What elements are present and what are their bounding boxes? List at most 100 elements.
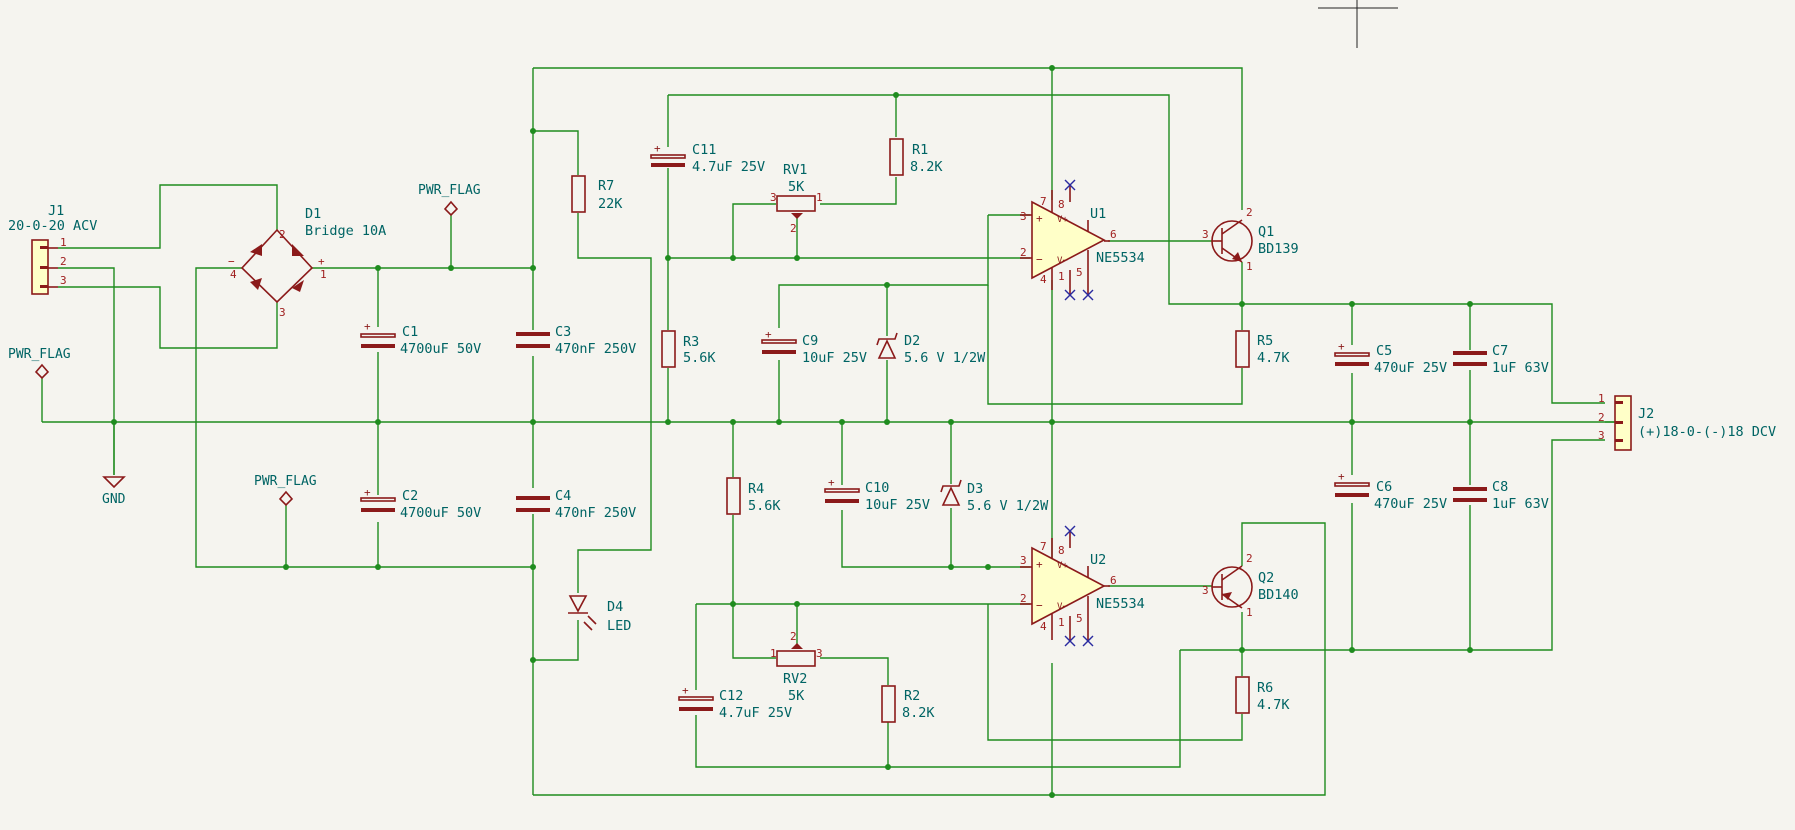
gnd-symbol[interactable]: GND	[102, 476, 126, 507]
opamp-u1[interactable]: + − V+ V− U1 NE5534 7 8 3 2 6 4 1 5	[1020, 179, 1145, 301]
connector-j1[interactable]: J1 20-0-20 ACV 1 2 3	[8, 203, 97, 295]
resistor-r1[interactable]: R1 8.2K	[889, 138, 943, 176]
gnd-label: GND	[102, 492, 126, 507]
q2-ref: Q2	[1258, 570, 1274, 586]
d4-ref: D4	[607, 599, 623, 615]
rv1-pin-1: 1	[816, 191, 823, 204]
d1-pin-2: 2	[279, 228, 286, 241]
d1-pin-1: 1	[320, 268, 327, 281]
u1-ref: U1	[1090, 206, 1106, 222]
u2-pin-8: 8	[1058, 544, 1065, 557]
capacitor-c5[interactable]: + C5 470uF 25V	[1334, 340, 1447, 376]
c9-value: 10uF 25V	[802, 350, 867, 366]
resistor-r7[interactable]: R7 22K	[571, 175, 623, 213]
led-d4[interactable]: D4 LED	[568, 595, 631, 634]
resistor-r4[interactable]: R4 5.6K	[726, 477, 781, 515]
capacitor-c9[interactable]: + C9 10uF 25V	[761, 328, 867, 366]
capacitor-c11[interactable]: + C11 4.7uF 25V	[650, 142, 765, 175]
u1-pin-4: 4	[1040, 273, 1047, 286]
svg-text:−: −	[1036, 253, 1043, 266]
u2-noconnect-icon	[1064, 525, 1094, 647]
capacitor-c8[interactable]: C8 1uF 63V	[1453, 479, 1549, 512]
zener-diode-d2[interactable]: D2 5.6 V 1/2W	[876, 332, 986, 366]
q2-pin-1: 1	[1246, 606, 1253, 619]
q2-pin-3: 3	[1202, 584, 1209, 597]
j2-ref: J2	[1638, 406, 1654, 422]
zener-diode-d3[interactable]: D3 5.6 V 1/2W	[940, 479, 1049, 514]
c11-ref: C11	[692, 142, 716, 158]
r7-value: 22K	[598, 196, 623, 212]
c6-value: 470uF 25V	[1374, 496, 1447, 512]
capacitor-c10[interactable]: + C10 10uF 25V	[824, 476, 930, 513]
j1-pin-2: 2	[60, 255, 67, 268]
c8-value: 1uF 63V	[1492, 496, 1549, 512]
u1-value: NE5534	[1096, 250, 1145, 266]
rv2-pin-1: 1	[770, 647, 777, 660]
svg-text:+: +	[364, 486, 371, 499]
u1-pin-1: 1	[1058, 270, 1065, 283]
c1-ref: C1	[402, 324, 418, 340]
c8-ref: C8	[1492, 479, 1508, 495]
svg-text:+: +	[1036, 212, 1043, 225]
c4-ref: C4	[555, 488, 571, 504]
j2-pin-2: 2	[1598, 411, 1605, 424]
c1-value: 4700uF 50V	[400, 341, 481, 357]
pwr-flag-top[interactable]: PWR_FLAG	[418, 183, 481, 217]
svg-text:+: +	[1036, 558, 1043, 571]
c3-value: 470nF 250V	[555, 341, 636, 357]
capacitor-c3[interactable]: C3 470nF 250V	[516, 324, 636, 357]
capacitor-c7[interactable]: C7 1uF 63V	[1453, 343, 1549, 376]
r1-value: 8.2K	[910, 159, 943, 175]
d2-ref: D2	[904, 333, 920, 349]
svg-text:+: +	[364, 320, 371, 333]
pwr-flag-left[interactable]: PWR_FLAG	[8, 347, 71, 380]
c2-ref: C2	[402, 488, 418, 504]
u1-pin-3: 3	[1020, 210, 1027, 223]
u1-noconnect-icon	[1064, 179, 1094, 301]
resistor-r5[interactable]: R5 4.7K	[1235, 330, 1290, 368]
r7-ref: R7	[598, 178, 614, 194]
rv1-value: 5K	[788, 179, 805, 195]
d1-ref: D1	[305, 206, 321, 222]
resistor-r6[interactable]: R6 4.7K	[1235, 676, 1290, 714]
transistor-q1[interactable]: Q1 BD139 3 2 1	[1202, 206, 1299, 273]
pwr-flag-top-label: PWR_FLAG	[418, 183, 481, 198]
transistor-q2[interactable]: Q2 BD140 3 2 1	[1202, 552, 1299, 619]
svg-text:V+: V+	[1057, 561, 1068, 571]
resistor-r3[interactable]: R3 5.6K	[661, 330, 716, 368]
potentiometer-rv1[interactable]: RV1 5K 3 1 2	[770, 162, 823, 235]
capacitor-c2[interactable]: + C2 4700uF 50V	[360, 486, 481, 521]
potentiometer-rv2[interactable]: RV2 5K 1 3 2	[770, 630, 823, 704]
q1-ref: Q1	[1258, 224, 1274, 240]
rv2-pin-3: 3	[816, 647, 823, 660]
connector-j2[interactable]: J2 (+)18-0-(-)18 DCV 1 2 3	[1598, 392, 1776, 451]
q1-pin-3: 3	[1202, 228, 1209, 241]
capacitor-c4[interactable]: C4 470nF 250V	[516, 488, 636, 521]
d1-pin-4: 4	[230, 268, 237, 281]
capacitor-c12[interactable]: + C12 4.7uF 25V	[678, 684, 792, 721]
d1-minus: −	[228, 255, 235, 268]
capacitor-c6[interactable]: + C6 470uF 25V	[1334, 470, 1447, 512]
u1-pin-6: 6	[1110, 228, 1117, 241]
capacitor-c1[interactable]: + C1 4700uF 50V	[360, 320, 481, 357]
svg-text:+: +	[1338, 470, 1345, 483]
r2-ref: R2	[904, 688, 920, 704]
c7-ref: C7	[1492, 343, 1508, 359]
j2-pin-3: 3	[1598, 429, 1605, 442]
d3-value: 5.6 V 1/2W	[967, 498, 1049, 514]
svg-text:+: +	[654, 142, 661, 155]
bridge-rectifier-d1[interactable]: D1 Bridge 10A 2 4 1 3 − +	[228, 206, 386, 319]
u1-pin-7: 7	[1040, 195, 1047, 208]
u1-pin-5: 5	[1076, 266, 1083, 279]
opamp-u2[interactable]: + − V+ V− U2 NE5534 7 8 3 2 4 1 5 6	[1020, 525, 1145, 647]
svg-text:V+: V+	[1057, 215, 1068, 225]
j2-pin-1: 1	[1598, 392, 1605, 405]
u2-pin-3: 3	[1020, 554, 1027, 567]
q1-value: BD139	[1258, 241, 1299, 257]
c12-ref: C12	[719, 688, 743, 704]
resistor-r2[interactable]: R2 8.2K	[881, 685, 935, 723]
svg-text:+: +	[765, 328, 772, 341]
pwr-flag-bottom[interactable]: PWR_FLAG	[254, 474, 317, 507]
rv2-ref: RV2	[783, 671, 807, 687]
